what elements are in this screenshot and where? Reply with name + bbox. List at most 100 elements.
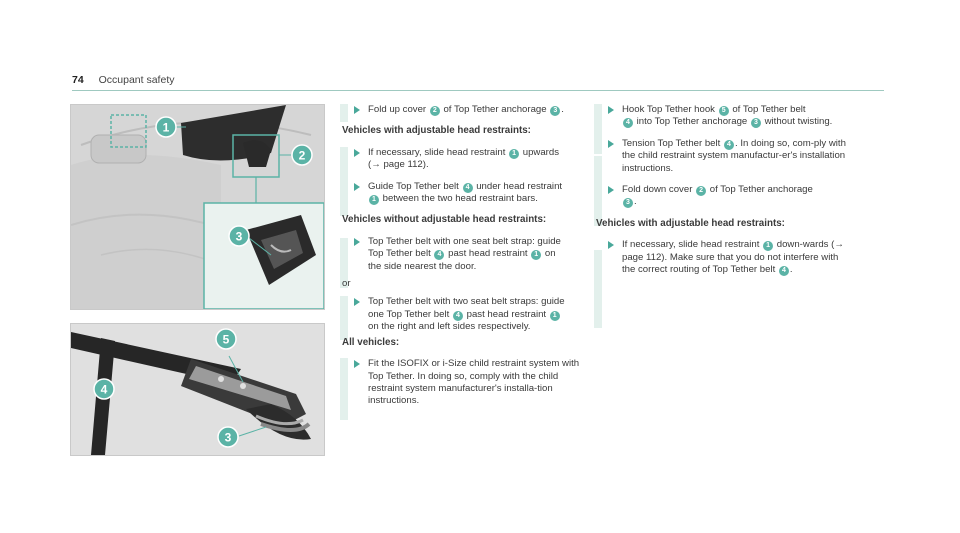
step-stripe [340, 147, 348, 185]
instruction-step: Guide Top Tether belt 4 under head restr… [342, 181, 594, 206]
step-text: Guide Top Tether belt [368, 180, 459, 192]
instruction-step: Tension Top Tether belt 4. In doing so, … [596, 138, 848, 175]
subheading: Vehicles with adjustable head restraints… [342, 125, 531, 137]
step-stripe [594, 194, 602, 226]
step-arrow-icon [354, 182, 360, 191]
step-text: Hook Top Tether hook [622, 104, 715, 115]
step-text: Top Tether belt with two seat belt strap… [368, 296, 565, 308]
step-stripe [594, 250, 602, 328]
instruction-step: If necessary, slide head restraint 1 upw… [342, 147, 594, 172]
subheading: All vehicles: [342, 336, 400, 348]
instruction-step: Fit the ISOFIX or i-Size child restraint… [342, 358, 594, 408]
callout-badge: 3 [550, 106, 561, 116]
callout-1: 1 [155, 116, 186, 138]
step-text: Fold down cover [622, 184, 693, 196]
step-arrow-icon [608, 241, 614, 250]
step-arrow-icon [608, 139, 614, 148]
page-header: 74 Occupant safety [72, 74, 174, 86]
step-stripe [340, 104, 348, 122]
step-text: of Top Tether anchorage [443, 104, 547, 115]
step-stripe [340, 178, 348, 216]
step-arrow-icon [354, 298, 360, 307]
step-text: one Top Tether belt [368, 308, 450, 320]
callout-4-label: 4 [101, 383, 108, 397]
section-title: Occupant safety [98, 74, 175, 86]
step-text: upwards [522, 146, 560, 158]
step-arrow-icon [354, 148, 360, 157]
step-text: on the right and left sides respectively… [368, 321, 531, 333]
callout-3-bottom: 3 [217, 426, 267, 448]
step-stripe [340, 296, 348, 340]
step-text: past head restraint [466, 308, 547, 320]
instruction-step: Fold down cover 2 of Top Tether anchorag… [596, 184, 848, 209]
step-text: down-wards (→ page 112). Make sure that … [622, 239, 844, 276]
step-text: . [634, 196, 637, 208]
step-arrow-icon [354, 360, 360, 369]
callout-badge: 4 [623, 118, 633, 129]
step-text: . [789, 264, 793, 276]
page-number: 74 [72, 74, 84, 86]
step-text: of Top Tether anchorage [709, 184, 813, 196]
callout-2: 2 [279, 144, 313, 166]
step-text: the side nearest the door. [368, 260, 477, 272]
callout-badge: 1 [531, 250, 542, 261]
instruction-step: Fold up cover 2 of Top Tether anchorage … [342, 104, 594, 116]
callout-5-label: 5 [223, 333, 230, 347]
callout-badge: 1 [369, 195, 379, 206]
step-text: on [544, 248, 556, 260]
step-text: between the two head restraint bars. [382, 193, 538, 205]
callout-badge: 1 [509, 148, 520, 159]
page-reference-link[interactable]: (→ page 112). [368, 159, 429, 171]
header-rule [72, 90, 884, 91]
step-stripe [340, 238, 348, 288]
callout-badge: 4 [452, 310, 463, 321]
step-text: of Top Tether belt [732, 104, 806, 115]
figure-head-restraint: 1 2 3 [70, 104, 325, 310]
callout-badge: 4 [434, 250, 445, 261]
step-text: Top Tether belt [368, 248, 431, 260]
instruction-step: Hook Top Tether hook 5 of Top Tether bel… [596, 104, 848, 129]
callout-badge: 2 [696, 186, 707, 197]
callout-badge: 4 [778, 266, 789, 277]
or-separator: or [342, 278, 351, 290]
callout-badge: 1 [549, 310, 560, 321]
step-text: Fold up cover [368, 104, 427, 115]
step-stripe [594, 156, 602, 200]
step-text: If necessary, slide head restraint [622, 239, 760, 251]
step-text: without twisting. [764, 116, 833, 128]
text-column-left: Fold up cover 2 of Top Tether anchorage … [342, 104, 594, 417]
step-text: Tension Top Tether belt [622, 137, 721, 149]
instruction-step: If necessary, slide head restraint 1 dow… [596, 239, 848, 277]
callout-2-label: 2 [299, 149, 306, 163]
step-text: Fit the ISOFIX or i-Size child restraint… [368, 358, 580, 407]
callout-badge: 4 [462, 182, 473, 193]
text-column-right: Hook Top Tether hook 5 of Top Tether bel… [596, 104, 848, 285]
callout-3-bottom-label: 3 [225, 431, 232, 445]
step-text: Top Tether belt with one seat belt strap… [368, 235, 561, 247]
callout-badge: 3 [623, 198, 633, 209]
callout-badge: 2 [429, 106, 440, 116]
step-text: . In doing so, com-ply with the child re… [622, 137, 846, 174]
instruction-step: Top Tether belt with two seat belt strap… [342, 296, 594, 333]
head-restraint-illustration: 1 2 3 [71, 105, 324, 309]
step-text: past head restraint [448, 248, 528, 260]
callout-5: 5 [215, 328, 244, 383]
figure-tether-belt: 5 4 3 [70, 323, 325, 456]
subheading: Vehicles without adjustable head restrai… [342, 214, 547, 226]
step-arrow-icon [608, 186, 614, 195]
subheading: Vehicles with adjustable head restraints… [596, 217, 785, 229]
step-text: . [561, 104, 564, 115]
step-stripe [594, 104, 602, 154]
step-stripe [340, 358, 348, 420]
step-arrow-icon [354, 237, 360, 246]
step-text: into Top Tether anchorage [636, 116, 748, 128]
callout-1-label: 1 [163, 121, 170, 135]
step-text: under head restraint [476, 180, 563, 192]
callout-3-top-label: 3 [236, 230, 243, 244]
tether-belt-illustration: 5 4 3 [71, 324, 324, 455]
instruction-step: Top Tether belt with one seat belt strap… [342, 236, 594, 273]
step-text: If necessary, slide head restraint [368, 146, 506, 158]
callout-badge: 1 [763, 241, 774, 252]
callout-badge: 5 [718, 106, 729, 116]
callout-3-top: 3 [228, 225, 272, 256]
